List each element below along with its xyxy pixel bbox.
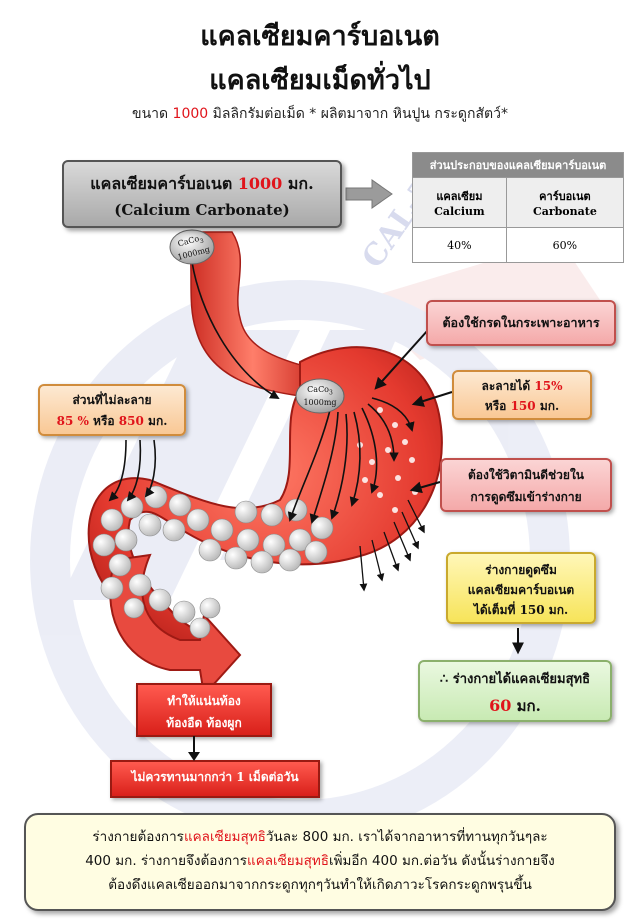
calcium-value: 40% bbox=[412, 227, 507, 263]
pill-stomach bbox=[295, 378, 345, 414]
dose-limit-box: ไม่ควรทานมากกว่า 1 เม็ดต่อวัน bbox=[110, 760, 320, 798]
product-box: แคลเซียมคาร์บอเนต 1000 มก. (Calcium Carb… bbox=[62, 160, 342, 228]
undissolved-callout: ส่วนที่ไม่ละลาย 85 % หรือ 850 มก. bbox=[38, 384, 186, 436]
down-arrow-icon bbox=[188, 736, 200, 761]
stomach-acid-callout: ต้องใช้กรดในกระเพาะอาหาร bbox=[426, 300, 616, 346]
dissolves-callout: ละลายได้ 15% หรือ 150 มก. bbox=[452, 370, 592, 420]
carbonate-value: 60% bbox=[505, 227, 625, 263]
size-note: ขนาด 1000 มิลลิกรัมต่อเม็ด * ผลิตมาจาก ห… bbox=[132, 106, 508, 122]
side-effect-box: ทำให้แน่นท้องท้องอืด ท้องผูก bbox=[136, 683, 272, 737]
page-title: แคลเซียมคาร์บอเนต bbox=[200, 21, 440, 52]
net-calcium-result: ∴ ร่างกายได้แคลเซียมสุทธิ 60 มก. bbox=[418, 660, 612, 722]
page-subtitle: แคลเซียมเม็ดทั่วไป bbox=[209, 65, 431, 96]
pill-top bbox=[169, 229, 215, 265]
vitamin-d-callout: ต้องใช้วิตามินดีช่วยในการดูดซึมเข้าร่างก… bbox=[440, 458, 612, 512]
footer-note: ร่างกายต้องการแคลเซียมสุทธิวันละ 800 มก.… bbox=[24, 813, 616, 911]
pill-stomach-label: CaCo3 1000mg bbox=[303, 385, 337, 407]
absorbed-callout: ร่างกายดูดซึมแคลเซียมคาร์บอเนตได้เต็มที่… bbox=[446, 552, 596, 624]
composition-table-title: ส่วนประกอบของแคลเซียมคาร์บอเนต bbox=[412, 152, 624, 178]
